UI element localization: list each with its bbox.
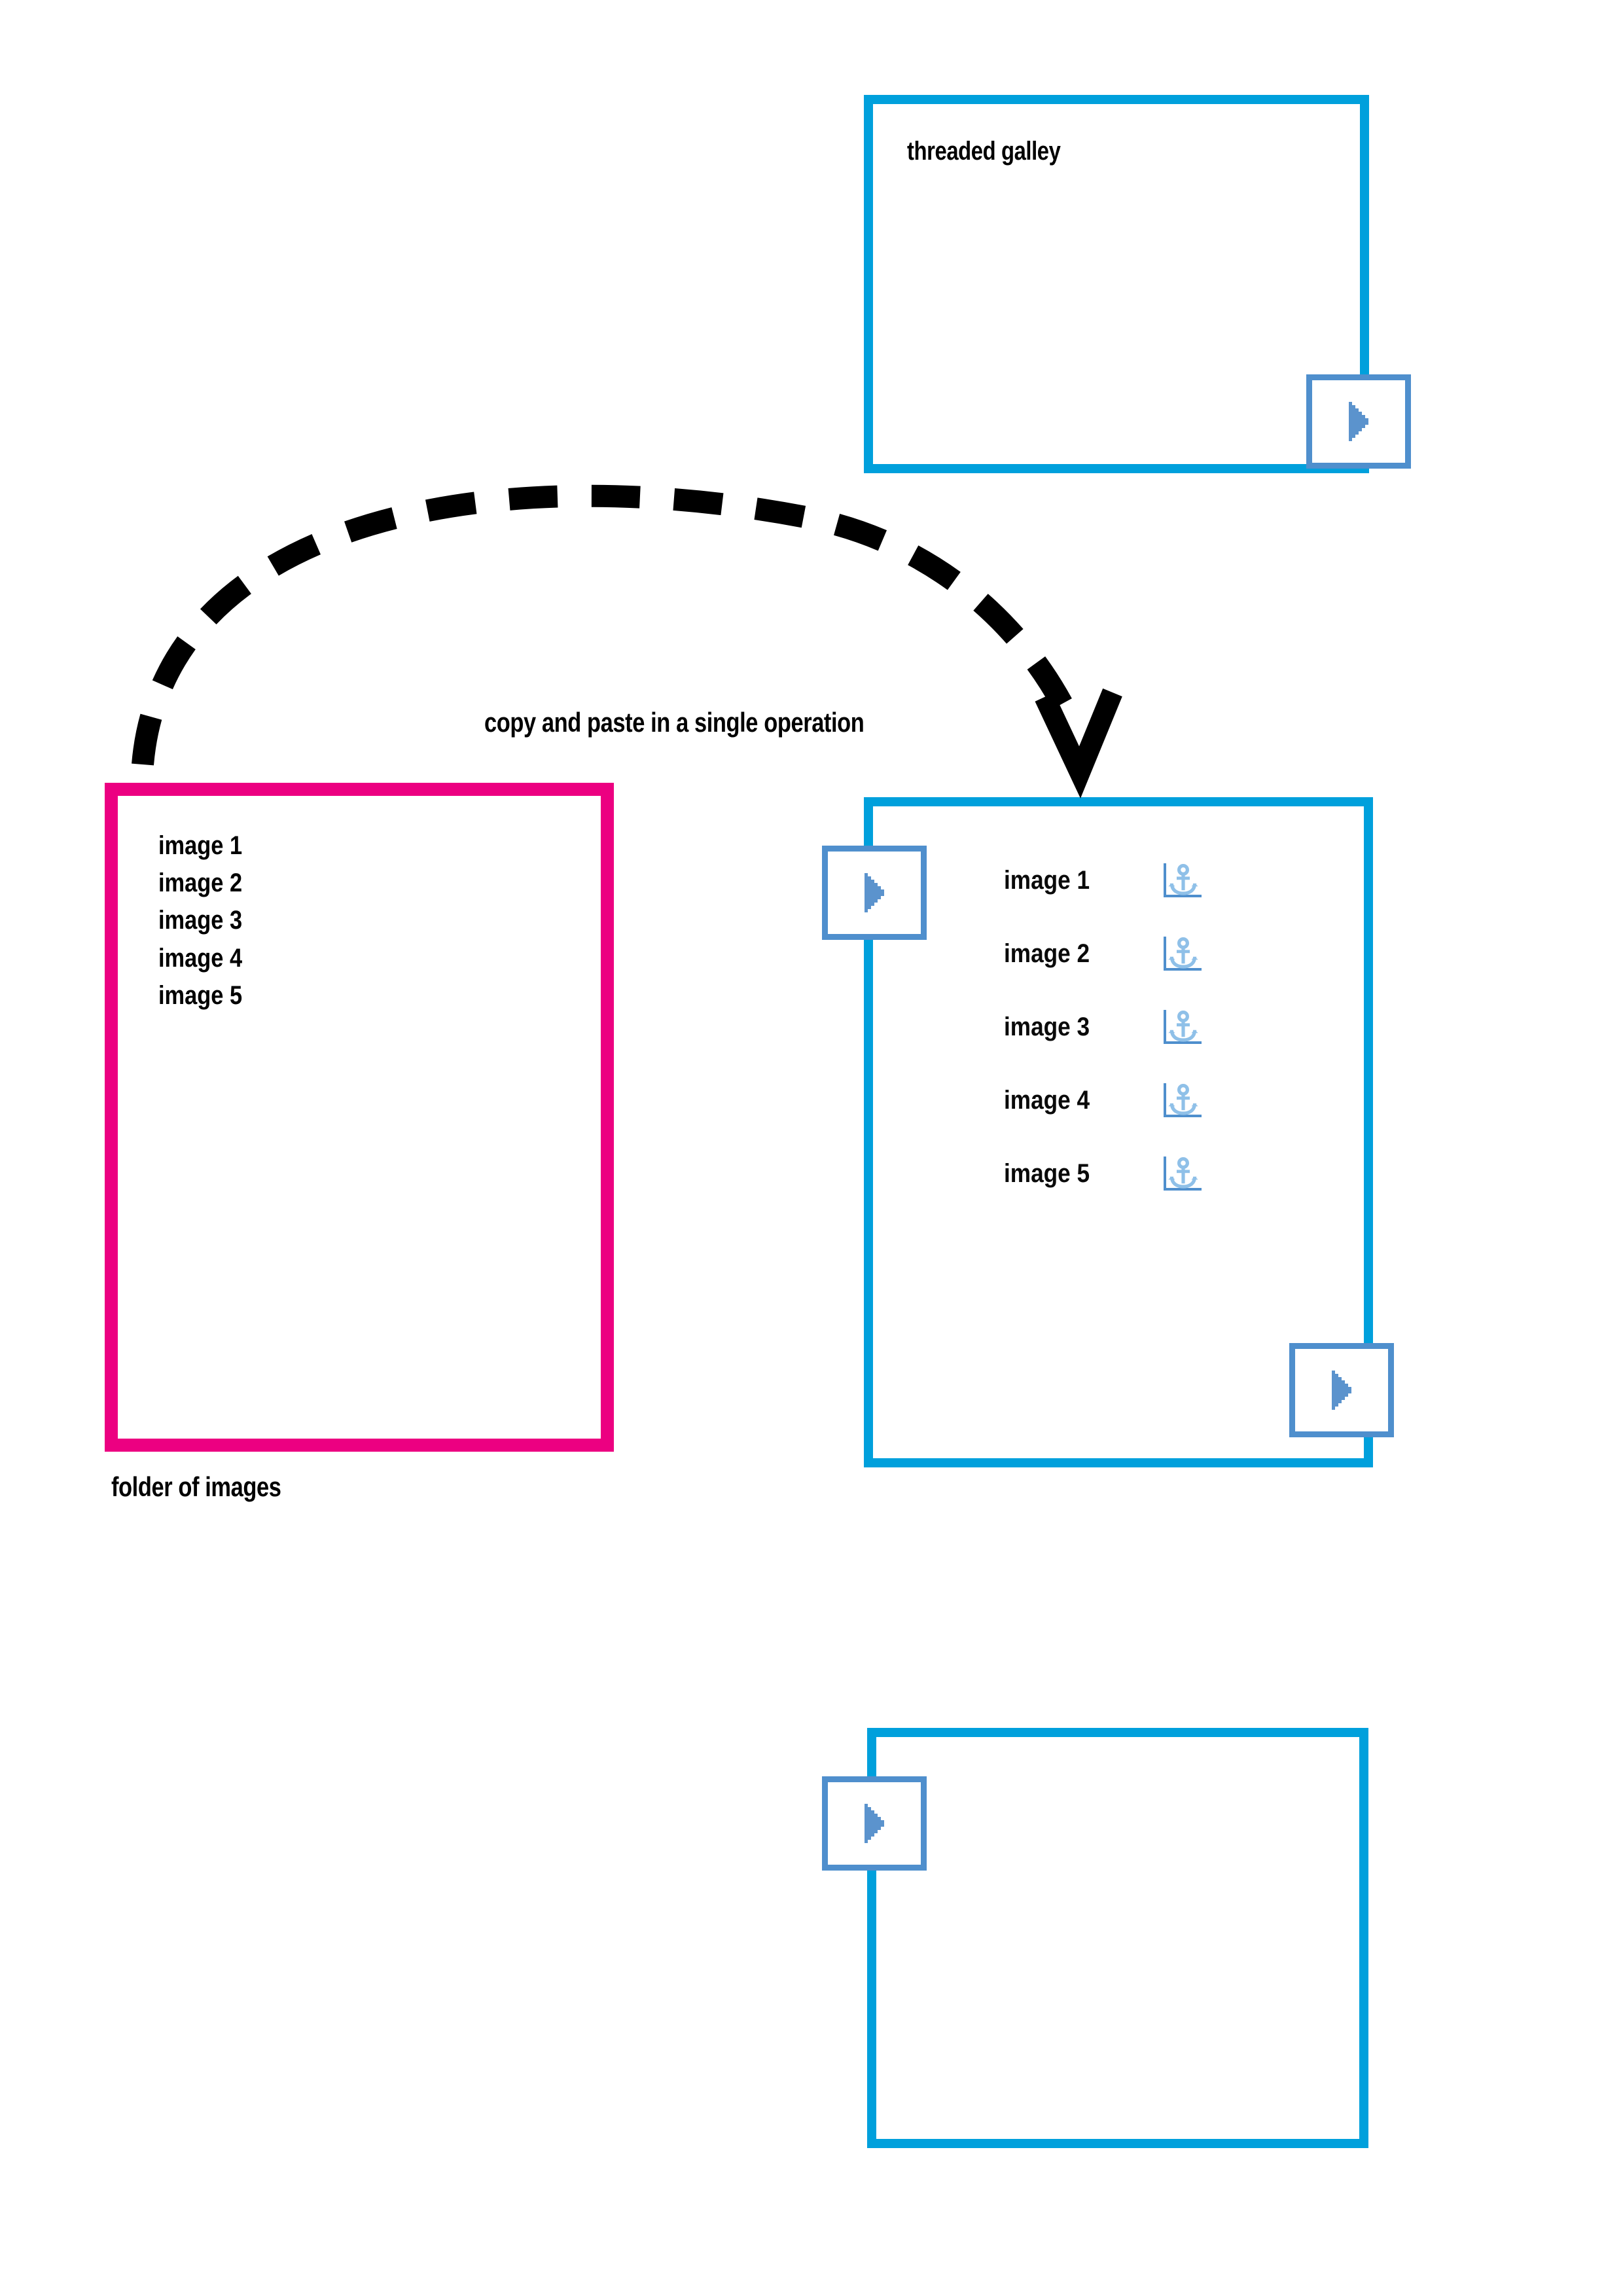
folder-of-images-frame[interactable]: image 1 image 2 image 3 image 4 image 5 [105, 783, 614, 1452]
in-port-icon [865, 1804, 884, 1843]
threaded-galley-frame-top[interactable]: threaded galley [864, 95, 1369, 473]
list-item: image 4 [1004, 1077, 1204, 1123]
list-item-label: image 3 [1004, 1012, 1090, 1041]
list-item-label: image 2 [1004, 939, 1090, 968]
anchor-icon [1164, 1083, 1202, 1117]
anchor-icon [1164, 1010, 1202, 1044]
in-port-icon [865, 873, 884, 912]
list-item: image 3 [1004, 1004, 1204, 1050]
list-item: image 4 [158, 943, 243, 973]
threaded-galley-frame-bottom[interactable] [867, 1728, 1368, 2148]
threaded-galley-title: threaded galley [907, 137, 1061, 166]
anchor-icon [1164, 863, 1202, 897]
list-item: image 5 [1004, 1151, 1204, 1196]
list-item-label: image 1 [1004, 865, 1090, 895]
list-item: image 5 [158, 980, 243, 1010]
list-item-label: image 5 [1004, 1158, 1090, 1188]
anchor-icon [1164, 1157, 1202, 1191]
list-item: image 1 [158, 831, 243, 860]
list-item: image 2 [1004, 931, 1204, 977]
out-port-box-middle-galley[interactable] [1289, 1343, 1394, 1437]
out-port-icon [1332, 1371, 1351, 1410]
out-port-icon [1349, 402, 1368, 441]
in-port-box-bottom-galley[interactable] [822, 1776, 927, 1871]
anchor-icon [1164, 937, 1202, 971]
in-port-box-middle-galley[interactable] [822, 846, 927, 940]
folder-image-list: image 1 image 2 image 3 image 4 image 5 [158, 827, 256, 1014]
out-port-box-top-galley[interactable] [1306, 374, 1411, 469]
folder-of-images-caption: folder of images [111, 1471, 281, 1502]
list-item: image 1 [1004, 857, 1204, 903]
copy-paste-caption: copy and paste in a single operation [484, 707, 865, 738]
list-item-label: image 4 [1004, 1085, 1090, 1115]
list-item: image 3 [158, 906, 243, 935]
threaded-galley-frame-middle[interactable]: image 1 image 2 [864, 797, 1373, 1467]
list-item: image 2 [158, 869, 243, 898]
